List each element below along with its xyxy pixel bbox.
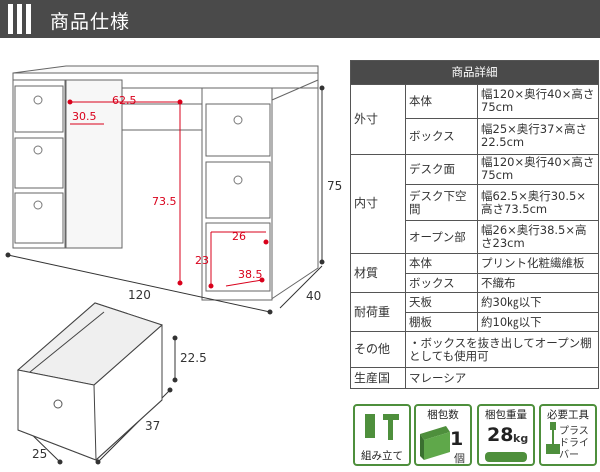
weight-label: 梱包重量 bbox=[485, 409, 527, 421]
weight-badge: 梱包重量 28 kg bbox=[477, 404, 535, 466]
spec-subcategory: デスク面 bbox=[405, 153, 478, 186]
spec-category: その他 bbox=[350, 331, 406, 369]
packages-unit: 個 bbox=[454, 452, 465, 465]
box-handle-icon bbox=[53, 399, 63, 409]
spec-value: 幅25×奥行37×高さ22.5cm bbox=[476, 117, 600, 155]
weight-value: 28 bbox=[487, 424, 514, 446]
spec-category: 耐荷重 bbox=[350, 292, 406, 333]
dim-label: 22.5 bbox=[180, 351, 207, 365]
spec-subcategory: 本体 bbox=[405, 83, 478, 119]
drawer bbox=[205, 161, 271, 219]
dim-label: 30.5 bbox=[72, 110, 97, 123]
spec-category: 内寸 bbox=[350, 153, 406, 255]
assembly-label: 組み立て bbox=[361, 450, 403, 462]
header-bars-icon bbox=[8, 4, 32, 34]
packages-label: 梱包数 bbox=[427, 409, 459, 421]
dim-label: 26 bbox=[232, 230, 246, 243]
spec-value: 幅62.5×奥行30.5×高さ73.5cm bbox=[476, 184, 600, 222]
spec-subcategory: ボックス bbox=[405, 117, 478, 155]
spec-value: 不織布 bbox=[476, 272, 600, 294]
spec-value: 幅120×奥行40×高さ75cm bbox=[476, 83, 600, 119]
spec-value: プリント化粧繊維板 bbox=[476, 253, 600, 274]
dim-label: 23 bbox=[195, 254, 209, 267]
spec-value: 幅120×奥行40×高さ75cm bbox=[476, 153, 600, 186]
spec-value: 約30㎏以下 bbox=[476, 292, 600, 313]
dim-label: 38.5 bbox=[238, 268, 263, 281]
tools-icon bbox=[365, 414, 399, 440]
storage-box bbox=[16, 302, 163, 461]
dim-label: 62.5 bbox=[112, 94, 137, 107]
drawer bbox=[205, 103, 271, 157]
spec-value: マレーシア bbox=[404, 367, 600, 389]
dim-label: 73.5 bbox=[152, 195, 177, 208]
tools-value: プラスドライバー bbox=[559, 426, 589, 461]
spec-category: 生産国 bbox=[350, 367, 406, 389]
spec-subcategory: ボックス bbox=[405, 272, 478, 294]
dim-label: 120 bbox=[128, 288, 151, 302]
tools-label: 必要工具 bbox=[547, 409, 589, 421]
spec-table-title: 商品詳細 bbox=[349, 60, 600, 85]
spec-subcategory: 本体 bbox=[405, 253, 478, 274]
dim-label: 75 bbox=[327, 179, 342, 193]
spec-value: 約10㎏以下 bbox=[476, 311, 600, 333]
desk-diagram: 62.5 30.5 73.5 26 23 38.5 120 75 40 22.5… bbox=[5, 65, 342, 465]
page-title: 商品仕様 bbox=[50, 11, 131, 33]
assembly-badge: 組み立て bbox=[353, 404, 411, 466]
packages-badge: 梱包数 1 個 bbox=[414, 404, 472, 466]
dim-label: 40 bbox=[306, 289, 321, 303]
spec-category: 外寸 bbox=[350, 83, 406, 155]
section-header: 商品仕様 bbox=[0, 0, 600, 38]
dim-label: 37 bbox=[145, 419, 160, 433]
spec-table: 商品詳細 外寸 本体 幅120×奥行40×高さ75cm ボックス 幅25×奥行3… bbox=[349, 60, 600, 389]
tools-badge: 必要工具 プラスドライバー bbox=[539, 404, 597, 466]
package-box-icon bbox=[420, 426, 450, 460]
drawer bbox=[14, 192, 64, 244]
screwdriver-icon bbox=[546, 422, 560, 454]
center-drawer bbox=[121, 103, 205, 131]
spec-subcategory: オープン部 bbox=[405, 220, 478, 255]
scale-icon bbox=[485, 452, 527, 462]
weight-unit: kg bbox=[513, 432, 529, 445]
spec-subcategory: デスク下空間 bbox=[405, 184, 478, 222]
spec-subcategory: 天板 bbox=[405, 292, 478, 313]
packages-value: 1 bbox=[450, 428, 464, 450]
spec-value: 幅26×奥行38.5×高さ23cm bbox=[476, 220, 600, 255]
dim-label: 25 bbox=[32, 447, 47, 461]
spec-subcategory: 棚板 bbox=[405, 311, 478, 333]
drawer bbox=[14, 85, 64, 133]
open-shelf bbox=[205, 222, 271, 292]
spec-category: 材質 bbox=[350, 253, 406, 294]
drawer bbox=[14, 137, 64, 189]
spec-value: ・ボックスを抜き出してオープン棚としても使用可 bbox=[404, 331, 600, 369]
